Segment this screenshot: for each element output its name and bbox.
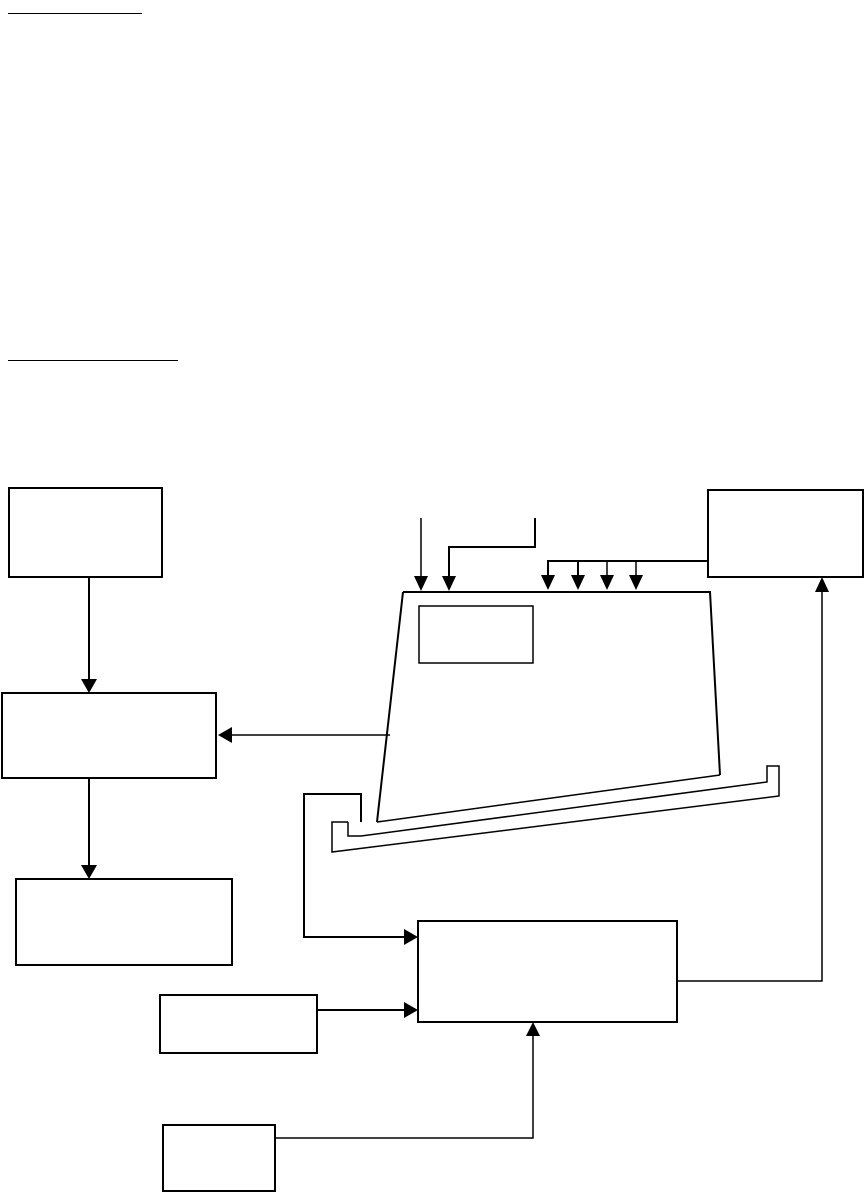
heading-underline-2	[8, 360, 178, 361]
vessel-channel-upper	[376, 774, 721, 823]
edge-lowersmall2-to-lowercenter	[275, 1036, 534, 1139]
arrowhead-manifold-3	[600, 575, 614, 590]
arrowhead-manifold-1	[541, 575, 555, 590]
box-top-right	[707, 489, 864, 578]
heading-underline-1	[8, 13, 142, 14]
edge-channel-to-lowercenter	[303, 793, 404, 938]
manifold-line	[547, 560, 708, 576]
arrowhead-up-2	[815, 577, 829, 592]
input-line-2	[448, 518, 536, 578]
arrowhead-left-1	[218, 727, 232, 743]
vessel-channel-inner	[331, 765, 780, 853]
arrowhead-manifold-2	[571, 575, 585, 590]
box-inner	[418, 605, 534, 664]
arrowhead-down-2	[81, 865, 97, 879]
arrowhead-input-2	[442, 576, 456, 591]
box-lower-small-1	[159, 994, 318, 1054]
box-top-left	[8, 487, 163, 578]
arrowhead-input-1	[414, 576, 428, 591]
box-bottom-left	[15, 878, 233, 966]
box-middle-left	[1, 692, 217, 779]
box-lower-center	[417, 920, 678, 1023]
arrowhead-manifold-4	[629, 575, 643, 590]
arrowhead-down-1	[81, 679, 97, 693]
box-lower-small-2	[162, 1124, 276, 1192]
arrowhead-right-1	[404, 929, 418, 945]
arrowhead-right-2	[404, 1002, 418, 1018]
edge-lowercenter-to-topright	[677, 592, 823, 982]
vessel	[376, 591, 721, 823]
arrowhead-up-1	[526, 1022, 540, 1036]
